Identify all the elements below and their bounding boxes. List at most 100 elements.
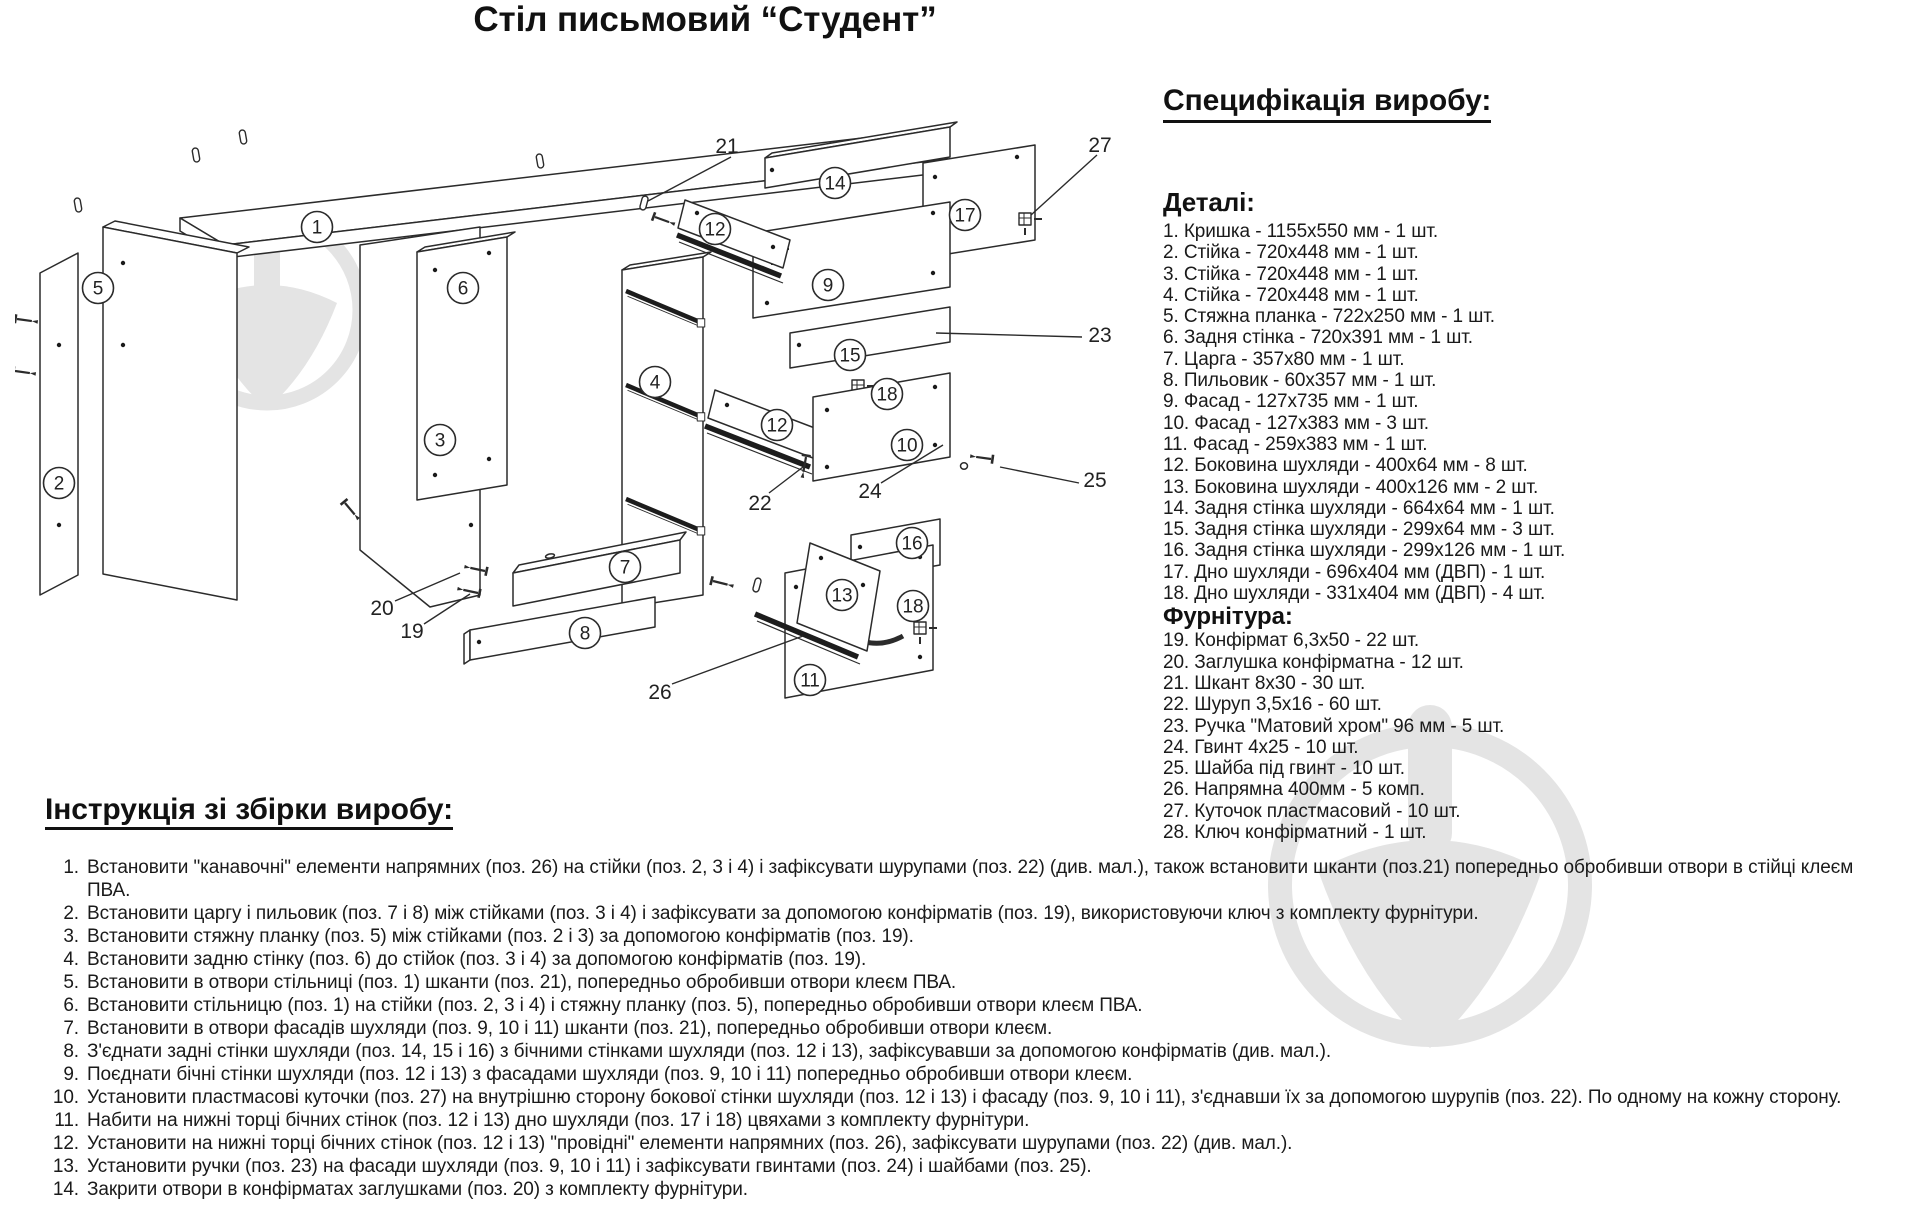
instruction-step: 5. Встановити в отвори стільниці (поз. 1…	[45, 971, 1890, 994]
part-callout-12: 12	[698, 212, 732, 246]
part-callout-5: 5	[81, 271, 115, 305]
svg-text:15: 15	[840, 346, 861, 367]
hardware-callout-19: 19	[400, 620, 423, 643]
step-text: Встановити "канавочні" елементи напрямни…	[87, 857, 1854, 901]
spec-item: 8. Пильовик - 60х357 мм - 1 шт.	[1163, 370, 1437, 392]
instruction-step: 4. Встановити задню стінку (поз. 6) до с…	[45, 948, 1890, 971]
leader-lines	[394, 154, 1098, 685]
step-text: З'єднати задні стінки шухляди (поз. 14, …	[87, 1041, 1331, 1062]
instruction-step: 12. Установити на нижні торці бічних сті…	[45, 1132, 1890, 1155]
step-number: 11.	[54, 1110, 79, 1131]
svg-text:9: 9	[823, 276, 833, 297]
instructions-heading: Інструкція зі збірки виробу:	[45, 793, 453, 830]
part-callout-3: 3	[423, 423, 457, 457]
instruction-step: 2. Встановити царгу і пильовик (поз. 7 і…	[45, 902, 1890, 925]
svg-text:12: 12	[705, 220, 726, 241]
part-callout-18: 18	[896, 589, 930, 623]
instruction-step: 7. Встановити в отвори фасадів шухляди (…	[45, 1017, 1890, 1040]
svg-text:1: 1	[312, 218, 322, 239]
part-callout-8: 8	[568, 616, 602, 650]
svg-text:14: 14	[825, 174, 846, 195]
part-callout-18: 18	[870, 377, 904, 411]
hardware-callout-24: 24	[858, 480, 882, 503]
step-number: 8.	[63, 1041, 79, 1062]
instruction-step: 6. Встановити стільницю (поз. 1) на стій…	[45, 994, 1890, 1017]
svg-text:20: 20	[370, 597, 393, 620]
hardware-item: 25. Шайба під гвинт - 10 шт.	[1163, 758, 1405, 780]
hardware-callout-25: 25	[1083, 469, 1106, 492]
instruction-step: 3. Встановити стяжну планку (поз. 5) між…	[45, 925, 1890, 948]
step-number: 4.	[63, 949, 79, 970]
instruction-step: 1. Встановити "канавочні" елементи напря…	[45, 856, 1890, 902]
svg-text:19: 19	[400, 620, 423, 643]
part-callout-7: 7	[608, 550, 642, 584]
step-number: 12.	[52, 1133, 79, 1154]
hardware-callout-27: 27	[1088, 134, 1111, 157]
step-text: Закрити отвори в конфірматах заглушками …	[87, 1179, 748, 1200]
hardware-item: 23. Ручка "Матовий хром" 96 мм - 5 шт.	[1163, 715, 1505, 737]
hardware-item: 20. Заглушка конфірматна - 12 шт.	[1163, 651, 1464, 673]
hardware-heading: Фурнітура:	[1163, 603, 1293, 631]
svg-text:3: 3	[435, 431, 445, 452]
spec-item: 9. Фасад - 127х735 мм - 1 шт.	[1163, 391, 1419, 413]
part-callout-4: 4	[638, 365, 672, 399]
part-callout-16: 16	[895, 526, 929, 560]
hardware-item: 27. Куточок пластмасовий - 10 шт.	[1163, 800, 1461, 822]
spec-item: 10. Фасад - 127х383 мм - 3 шт.	[1163, 412, 1429, 434]
spec-item: 16. Задня стінка шухляди - 299х126 мм - …	[1163, 540, 1566, 562]
hardware-item: 26. Напрямна 400мм - 5 комп.	[1163, 779, 1425, 801]
part-callout-10: 10	[890, 428, 924, 462]
part-callout-2: 2	[42, 466, 76, 500]
diagram-linework	[15, 121, 1098, 699]
details-heading: Деталі:	[1163, 187, 1255, 217]
hardware-callout-21: 21	[715, 135, 738, 158]
step-text: Встановити в отвори стільниці (поз. 1) ш…	[87, 972, 957, 993]
spec-item: 14. Задня стінка шухляди - 664х64 мм - 1…	[1163, 497, 1555, 519]
hardware-item: 24. Гвинт 4х25 - 10 шт.	[1163, 736, 1359, 758]
svg-text:10: 10	[897, 436, 918, 457]
spec-item: 1. Кришка - 1155х550 мм - 1 шт.	[1163, 221, 1439, 242]
part-callout-15: 15	[833, 338, 867, 372]
svg-text:27: 27	[1088, 134, 1111, 157]
step-number: 9.	[63, 1064, 79, 1085]
svg-text:12: 12	[767, 416, 788, 437]
spec-item: 13. Боковина шухляди - 400х126 мм - 2 шт…	[1163, 476, 1539, 498]
part-callout-11: 11	[793, 663, 827, 697]
spec-item: 7. Царга - 357х80 мм - 1 шт.	[1163, 348, 1405, 370]
svg-text:26: 26	[648, 681, 671, 704]
specification-panel: Специфікація виробу: Деталі: 1. Кришка -…	[1163, 83, 1723, 843]
step-text: Установити ручки (поз. 23) на фасади шух…	[87, 1156, 1092, 1177]
svg-text:16: 16	[902, 534, 923, 555]
hardware-item: 21. Шкант 8х30 - 30 шт.	[1163, 672, 1366, 694]
part-callout-1: 1	[300, 210, 334, 244]
step-text: Встановити стільницю (поз. 1) на стійки …	[87, 995, 1143, 1016]
instruction-step: 13. Установити ручки (поз. 23) на фасади…	[45, 1155, 1890, 1178]
hardware-callout-26: 26	[648, 681, 671, 704]
svg-text:17: 17	[955, 206, 976, 227]
watermark-logo	[1268, 705, 1592, 1048]
hardware-item: 22. Шуруп 3,5х16 - 60 шт.	[1163, 694, 1382, 716]
step-text: Установити на нижні торці бічних стінок …	[87, 1133, 1293, 1154]
step-number: 3.	[63, 926, 79, 947]
part-callout-13: 13	[825, 578, 859, 612]
instruction-step: 9. Поєднати бічні стінки шухляди (поз. 1…	[45, 1063, 1890, 1086]
svg-text:22: 22	[748, 492, 771, 515]
spec-item: 11. Фасад - 259х383 мм - 1 шт.	[1163, 433, 1428, 455]
instructions-list: 1. Встановити "канавочні" елементи напря…	[45, 856, 1890, 1201]
svg-text:6: 6	[458, 279, 468, 300]
step-text: Встановити в отвори фасадів шухляди (поз…	[87, 1018, 1053, 1039]
svg-text:25: 25	[1083, 469, 1106, 492]
spec-item: 18. Дно шухляди - 331х404 мм (ДВП) - 4 ш…	[1163, 583, 1546, 605]
svg-text:4: 4	[650, 373, 661, 394]
step-number: 14.	[52, 1179, 79, 1200]
step-text: Поєднати бічні стінки шухляди (поз. 12 і…	[87, 1064, 1133, 1085]
spec-item: 3. Стійка - 720х448 мм - 1 шт.	[1163, 263, 1419, 285]
step-text: Встановити задню стінку (поз. 6) до стій…	[87, 949, 867, 970]
svg-text:24: 24	[858, 480, 882, 503]
svg-text:5: 5	[93, 279, 103, 300]
page-title: Стіл письмовий “Студент”	[473, 0, 937, 39]
svg-text:21: 21	[715, 135, 738, 158]
hardware-callout-22: 22	[748, 492, 771, 515]
svg-text:13: 13	[832, 586, 853, 607]
